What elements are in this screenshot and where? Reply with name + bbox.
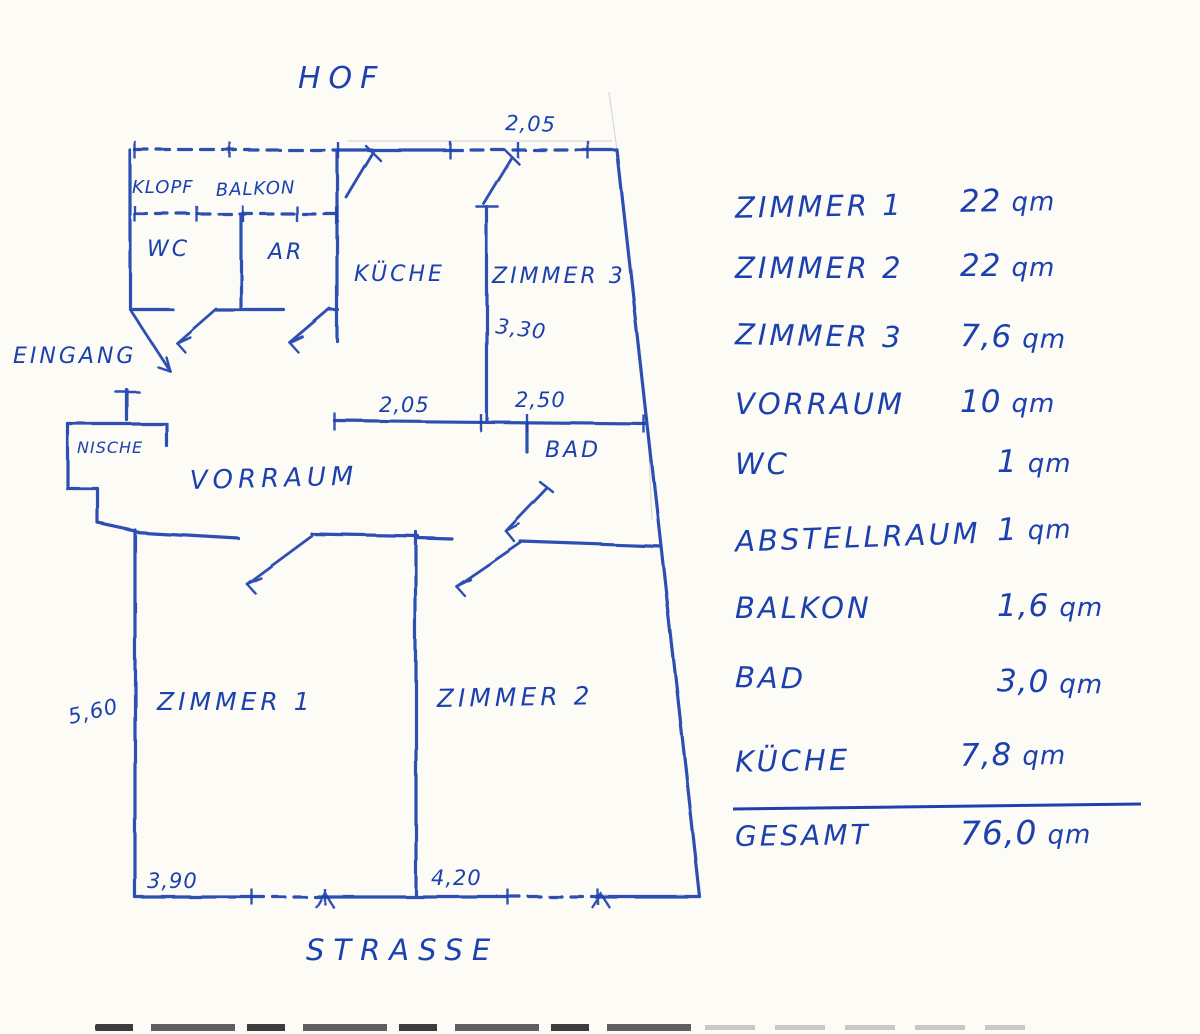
area-room-label: ABSTELLRAUM	[734, 515, 982, 559]
area-room-label: KÜCHE	[734, 742, 851, 779]
pencil-guides	[348, 91, 653, 521]
area-unit: qm	[1047, 820, 1092, 851]
label-wc: WC	[147, 237, 190, 262]
label-balkon: BALKON	[215, 177, 295, 201]
area-value: 22	[960, 248, 1002, 284]
dimension-ticks	[133, 141, 646, 909]
area-row: VORRAUM 10 qm	[735, 384, 1165, 421]
dim-zimmer2-width: 4,20	[431, 866, 482, 890]
area-unit: qm	[1022, 740, 1067, 772]
area-room-label: VORRAUM	[735, 387, 906, 421]
area-unit: qm	[1011, 389, 1056, 419]
area-value: 1,6	[997, 588, 1050, 624]
area-unit: qm	[1059, 593, 1104, 623]
label-bad: BAD	[545, 438, 601, 463]
label-hof: HOF	[298, 61, 385, 96]
dim-vorraum-left: 2,05	[379, 393, 430, 417]
area-value: 7,8	[959, 736, 1013, 774]
area-unit: qm	[1027, 449, 1072, 479]
area-row: KÜCHE 7,8 qm	[734, 736, 1166, 779]
area-row: ZIMMER 1 22 qm	[734, 183, 1166, 225]
area-unit: qm	[1022, 324, 1067, 356]
dim-zimmer1-height: 5,60	[66, 694, 121, 729]
total-divider	[732, 802, 1142, 811]
area-value: 3,0	[996, 663, 1050, 701]
area-value: 10	[960, 384, 1002, 420]
scan-artifact	[95, 1024, 703, 1031]
label-klopf: KLOPF	[132, 177, 194, 198]
area-row: ZIMMER 3 7,6 qm	[735, 317, 1166, 358]
dim-vorraum-right: 2,50	[515, 388, 566, 412]
area-value: 7,6	[959, 318, 1013, 356]
scan-artifact	[705, 1025, 1025, 1030]
label-kueche: KÜCHE	[354, 261, 445, 287]
area-room-label: BAD	[734, 660, 807, 696]
area-unit: qm	[1058, 669, 1104, 701]
label-eingang: EINGANG	[13, 344, 136, 369]
area-room-label: BALKON	[735, 591, 872, 625]
area-unit: qm	[1027, 514, 1073, 547]
label-nische: NISCHE	[77, 438, 143, 457]
label-zimmer3: ZIMMER 3	[491, 264, 626, 289]
dim-zimmer3-depth: 3,30	[494, 314, 547, 344]
area-row: WC 1 qm	[735, 444, 1165, 481]
area-list: ZIMMER 1 22 qm ZIMMER 2 22 qm ZIMMER 3 7,6…	[732, 175, 1166, 865]
label-zimmer1: ZIMMER 1	[156, 687, 314, 716]
label-zimmer2: ZIMMER 2	[436, 681, 594, 713]
area-value: 1	[996, 511, 1019, 549]
area-value: 22	[959, 183, 1002, 220]
area-room-label: GESAMT	[734, 818, 871, 854]
label-strasse: STRASSE	[306, 933, 499, 967]
area-room-label: WC	[735, 447, 790, 481]
area-value: 1	[997, 444, 1018, 480]
area-row: BALKON 1,6 qm	[735, 588, 1165, 625]
area-unit: qm	[1011, 187, 1056, 218]
dim-zimmer1-width: 3,90	[147, 869, 198, 893]
label-vorraum: VORRAUM	[189, 462, 358, 496]
dim-window-top: 2,05	[505, 111, 557, 137]
area-unit: qm	[1011, 253, 1056, 283]
area-room-label: ZIMMER 1	[734, 187, 904, 225]
area-value: 76,0	[959, 812, 1038, 853]
area-row: ZIMMER 2 22 qm	[735, 248, 1165, 285]
label-ar: AR	[266, 240, 304, 265]
area-room-label: ZIMMER 2	[735, 251, 904, 285]
area-row-total: GESAMT 76,0 qm	[734, 812, 1165, 854]
area-room-label: ZIMMER 3	[734, 317, 904, 355]
